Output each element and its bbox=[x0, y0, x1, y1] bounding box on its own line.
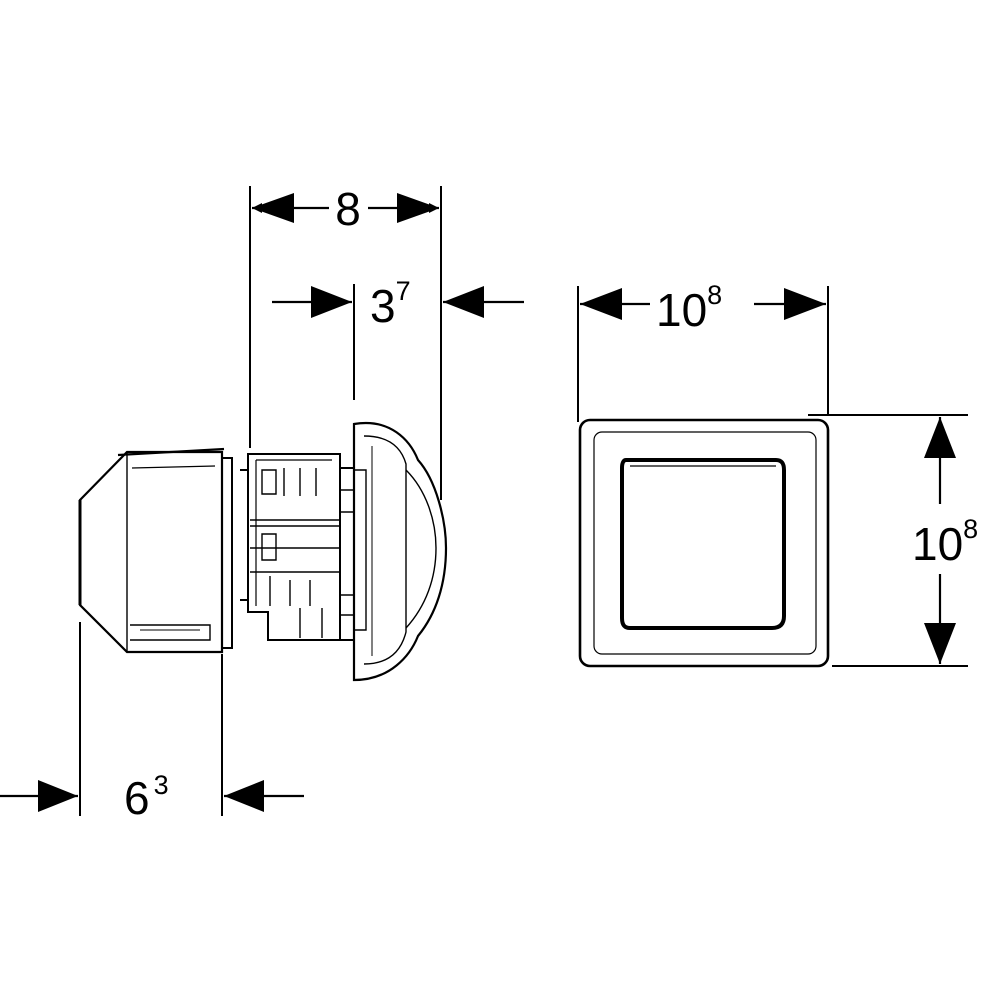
depth-back-value: 6 bbox=[124, 772, 150, 824]
rear-housing bbox=[78, 447, 233, 654]
dimension-depth-front: 37 bbox=[272, 276, 524, 332]
svg-text:8: 8 bbox=[335, 183, 361, 235]
svg-text:108: 108 bbox=[912, 514, 978, 570]
svg-text:63: 63 bbox=[124, 770, 169, 824]
depth-front-sup: 7 bbox=[396, 276, 411, 306]
plate-width-sup: 8 bbox=[707, 280, 722, 310]
front-plate bbox=[578, 418, 830, 668]
svg-text:37: 37 bbox=[370, 276, 411, 332]
extension-lines-side bbox=[79, 186, 442, 816]
depth-total-value: 8 bbox=[335, 183, 361, 235]
depth-back-sup: 3 bbox=[154, 770, 169, 800]
plate-height-sup: 8 bbox=[963, 514, 978, 544]
svg-text:108: 108 bbox=[656, 280, 722, 336]
plate-height-value: 10 bbox=[912, 518, 963, 570]
cover-plate bbox=[352, 421, 448, 682]
dimension-plate-width: 108 bbox=[580, 280, 826, 336]
mechanism bbox=[240, 453, 355, 641]
plate-width-value: 10 bbox=[656, 284, 707, 336]
dimension-depth-total: 8 bbox=[252, 183, 439, 235]
depth-front-value: 3 bbox=[370, 280, 396, 332]
extension-lines-front bbox=[577, 286, 968, 667]
dimension-plate-height: 108 bbox=[912, 417, 978, 664]
front-view: 108 108 bbox=[577, 280, 978, 668]
